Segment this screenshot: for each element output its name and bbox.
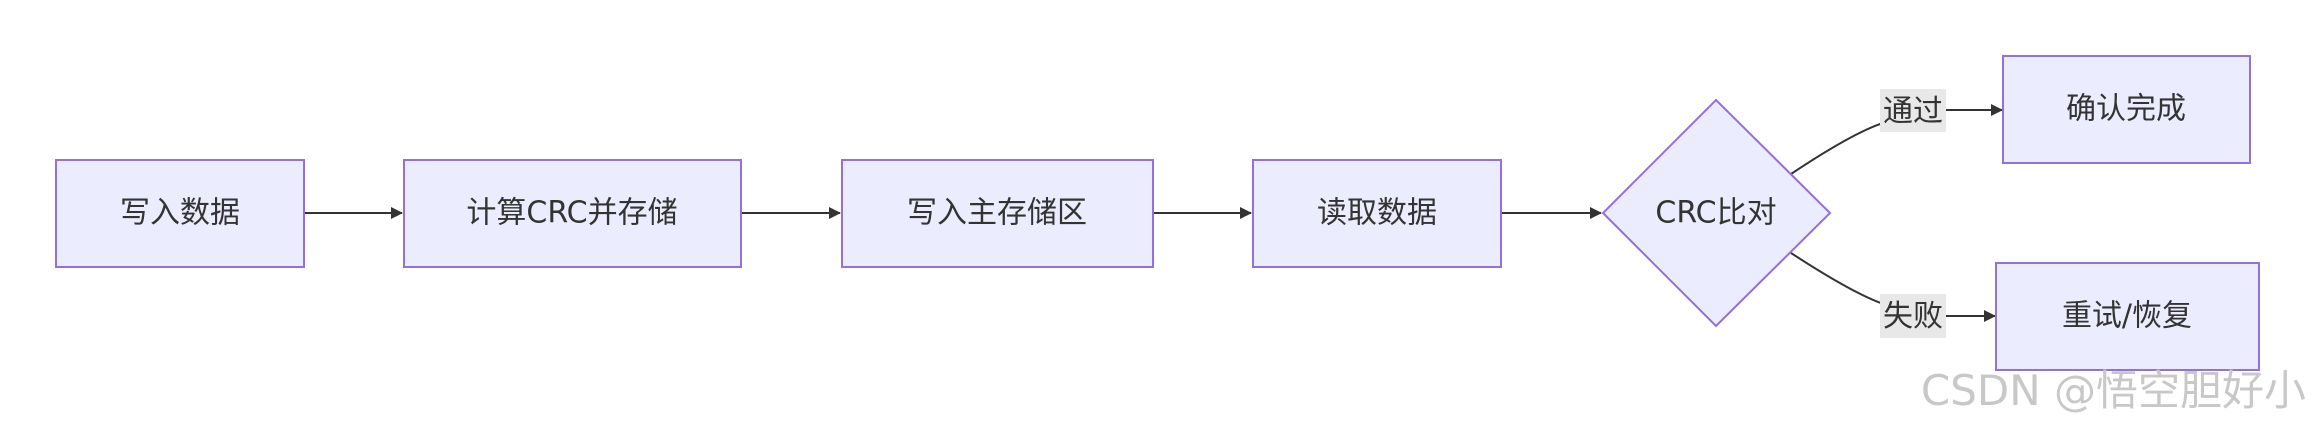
node-read-data-label: 读取数据 [1317,196,1437,231]
node-write-main-label: 写入主存储区 [907,196,1087,231]
node-crc-compare-label: CRC比对 [1655,196,1776,231]
node-confirm-done-label: 确认完成 [2066,92,2186,127]
node-retry-recover-label: 重试/恢复 [2062,299,2192,334]
node-read-data: 读取数据 [1252,159,1502,268]
node-confirm-done: 确认完成 [2002,55,2251,164]
node-calc-crc: 计算CRC并存储 [403,159,742,268]
node-crc-compare-decision: CRC比对 [1601,98,1832,328]
node-write-data: 写入数据 [55,159,305,268]
watermark: CSDN @悟空胆好小 [1921,366,2306,415]
edge-label-fail: 失败 [1883,299,1943,334]
node-write-main: 写入主存储区 [841,159,1154,268]
edge-label-pass-bg [1880,89,1946,132]
edge-label-fail-bg [1880,294,1946,338]
node-write-data-label: 写入数据 [120,196,240,231]
node-calc-crc-label: 计算CRC并存储 [466,196,677,231]
node-retry-recover: 重试/恢复 [1995,262,2260,371]
edge-label-pass: 通过 [1883,94,1943,129]
